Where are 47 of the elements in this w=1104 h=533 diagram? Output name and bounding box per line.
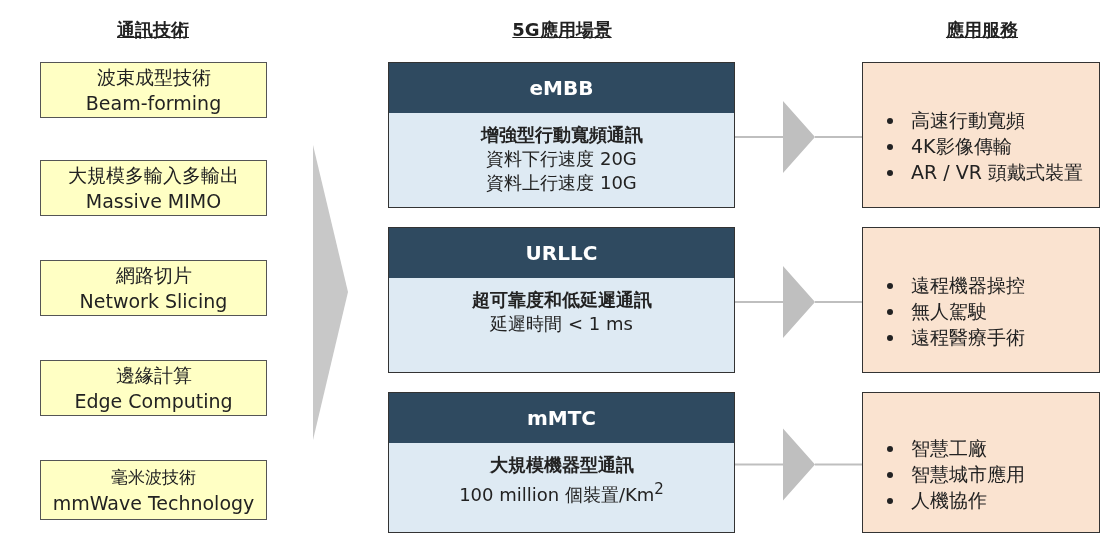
chinese-label: 網路切片 [115,263,192,288]
scenario-card [388,392,735,533]
column-heading: 應用服務 [945,18,1019,42]
list-item: 遠程醫療手術 [911,326,1025,348]
technology-box [40,160,267,216]
card-subtitle: 超可靠度和低延遲通訊 [471,288,652,312]
list-item: 人機協作 [911,488,987,511]
technology-box [40,260,267,316]
column-heading: 通訊技術 [116,18,190,42]
chevron-arrow [735,266,862,338]
card-subtitle: 大規模機器型通訊 [489,453,634,477]
service-box [862,227,1100,373]
chevron-arrow [735,428,862,501]
technology-box [40,62,267,118]
card-detail: 資料上行速度 10G [486,171,637,195]
card-detail: 100 million 個裝置/Km$^{2}$ [459,479,664,507]
english-label: Edge Computing [74,389,233,414]
english-label: Network Slicing [79,289,228,314]
flow-chevron [313,145,348,440]
english-label: mmWave Technology [52,491,255,516]
list-item: 4K影像傳輸 [911,135,1012,157]
technology-box [40,460,267,520]
list-item: 智慧工廠 [911,436,987,459]
chinese-label: 邊緣計算 [115,363,192,388]
card-header: eMBB [389,63,734,113]
list-item: 遠程機器操控 [911,274,1025,296]
card-header: mMTC [389,393,734,443]
card-detail: 資料下行速度 20G [486,147,637,171]
card-header: URLLC [389,228,734,278]
chinese-label: 波束成型技術 [96,65,211,90]
service-box [862,62,1100,208]
list-item: 無人駕駛 [911,300,987,322]
chinese-label: 大規模多輸入多輸出 [68,163,239,188]
technology-box [40,360,267,416]
card-detail: 延遲時間 < 1 ms [490,312,633,336]
card-subtitle: 增強型行動寬頻通訊 [480,123,643,147]
english-label: Beam-forming [85,91,222,116]
english-label: Massive MIMO [85,189,222,214]
scenario-card [388,227,735,373]
list-item: 高速行動寬頻 [911,109,1025,131]
service-box [862,392,1100,533]
chevron-arrow [735,101,862,173]
chinese-label: 毫米波技術 [111,466,196,489]
scenario-card [388,62,735,208]
list-item: AR / VR 頭戴式裝置 [911,161,1083,183]
column-heading: 5G應用場景 [511,18,613,42]
list-item: 智慧城市應用 [911,462,1025,485]
